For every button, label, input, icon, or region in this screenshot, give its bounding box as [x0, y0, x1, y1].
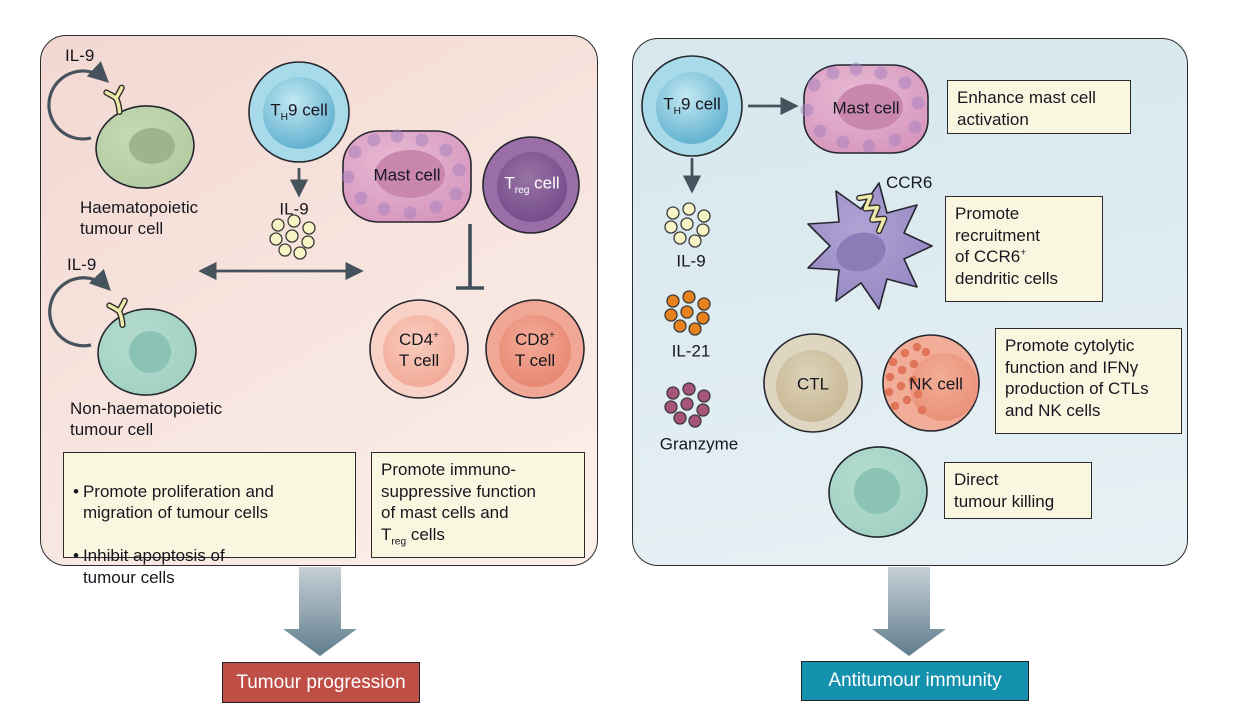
th9-cell-left-label: TH9 cell [270, 100, 328, 123]
mast-cell-right [800, 62, 929, 154]
nk-cell-label: NK cell [909, 374, 963, 394]
note-cytolytic-function: Promote cytolytic function and IFNγ prod… [995, 328, 1182, 434]
nk-cell [882, 334, 980, 432]
mast-cell-left [341, 129, 472, 223]
il9-label-3: IL-9 [67, 255, 97, 274]
non-haematopoietic-tumour-cell [97, 308, 197, 396]
bullet-icon: • [73, 546, 79, 566]
th9-cell-left [248, 61, 350, 163]
cd4-tcell [369, 299, 469, 399]
antitumour-immunity-flag: Antitumour immunity [801, 661, 1029, 701]
note-dendritic-recruitment: Promote recruitment of CCR6+ dendritic c… [945, 196, 1103, 302]
granzyme-dots [664, 382, 711, 428]
il9-dots-left [269, 214, 316, 260]
cd8-tcell [485, 299, 585, 399]
tumour-progression-flag: Tumour progression [222, 662, 420, 703]
il21-dots [664, 290, 711, 336]
big-arrow-right [872, 567, 946, 656]
il9-autocrine-arrow-1 [47, 61, 110, 141]
granzyme-label: Granzyme [659, 434, 739, 454]
dendritic-cell [807, 182, 933, 310]
ccr6-receptor-icon [856, 193, 888, 235]
tumour-cell-right [828, 446, 928, 538]
note-tumour-effects: •Promote proliferation and migration of … [63, 452, 356, 587]
il21-label: IL-21 [671, 341, 711, 361]
ctl-cell [763, 333, 863, 433]
th9-cell-right [641, 55, 743, 157]
th9-cell-right-label: TH9 cell [663, 94, 721, 117]
mast-cell-left-label: Mast cell [373, 165, 441, 185]
il9-autocrine-arrow-2 [48, 268, 111, 348]
note-direct-killing: Direct tumour killing [944, 462, 1092, 519]
mast-cell-right-label: Mast cell [832, 98, 900, 118]
il9-label-1: IL-9 [65, 46, 95, 65]
haematopoietic-tumour-cell [95, 105, 195, 189]
treg-cell [482, 136, 580, 234]
note-mast-activation: Enhance mast cell activation [947, 80, 1131, 134]
big-arrow-left [283, 567, 357, 656]
il9-receptor-icon-1 [103, 84, 125, 116]
il9-right-label: IL-9 [676, 251, 706, 271]
bullet-icon: • [73, 481, 79, 501]
il9-receptor-icon-2 [106, 297, 128, 329]
haematopoietic-label: Haematopoietic tumour cell [80, 198, 199, 239]
cd4-tcell-label: CD4+T cell [398, 329, 440, 370]
il9-label-2: IL-9 [279, 199, 309, 219]
treg-cell-label: Treg cell [504, 173, 560, 196]
non-haematopoietic-label: Non-haematopoietic tumour cell [70, 399, 223, 440]
inhibition-tbar [456, 224, 484, 290]
cd8-tcell-label: CD8+T cell [514, 329, 556, 370]
ccr6-label: CCR6 [886, 173, 933, 192]
ctl-label: CTL [796, 374, 830, 394]
note-immunosuppression: Promote immuno- suppressive function of … [371, 452, 585, 558]
il9-dots-right [664, 202, 711, 248]
